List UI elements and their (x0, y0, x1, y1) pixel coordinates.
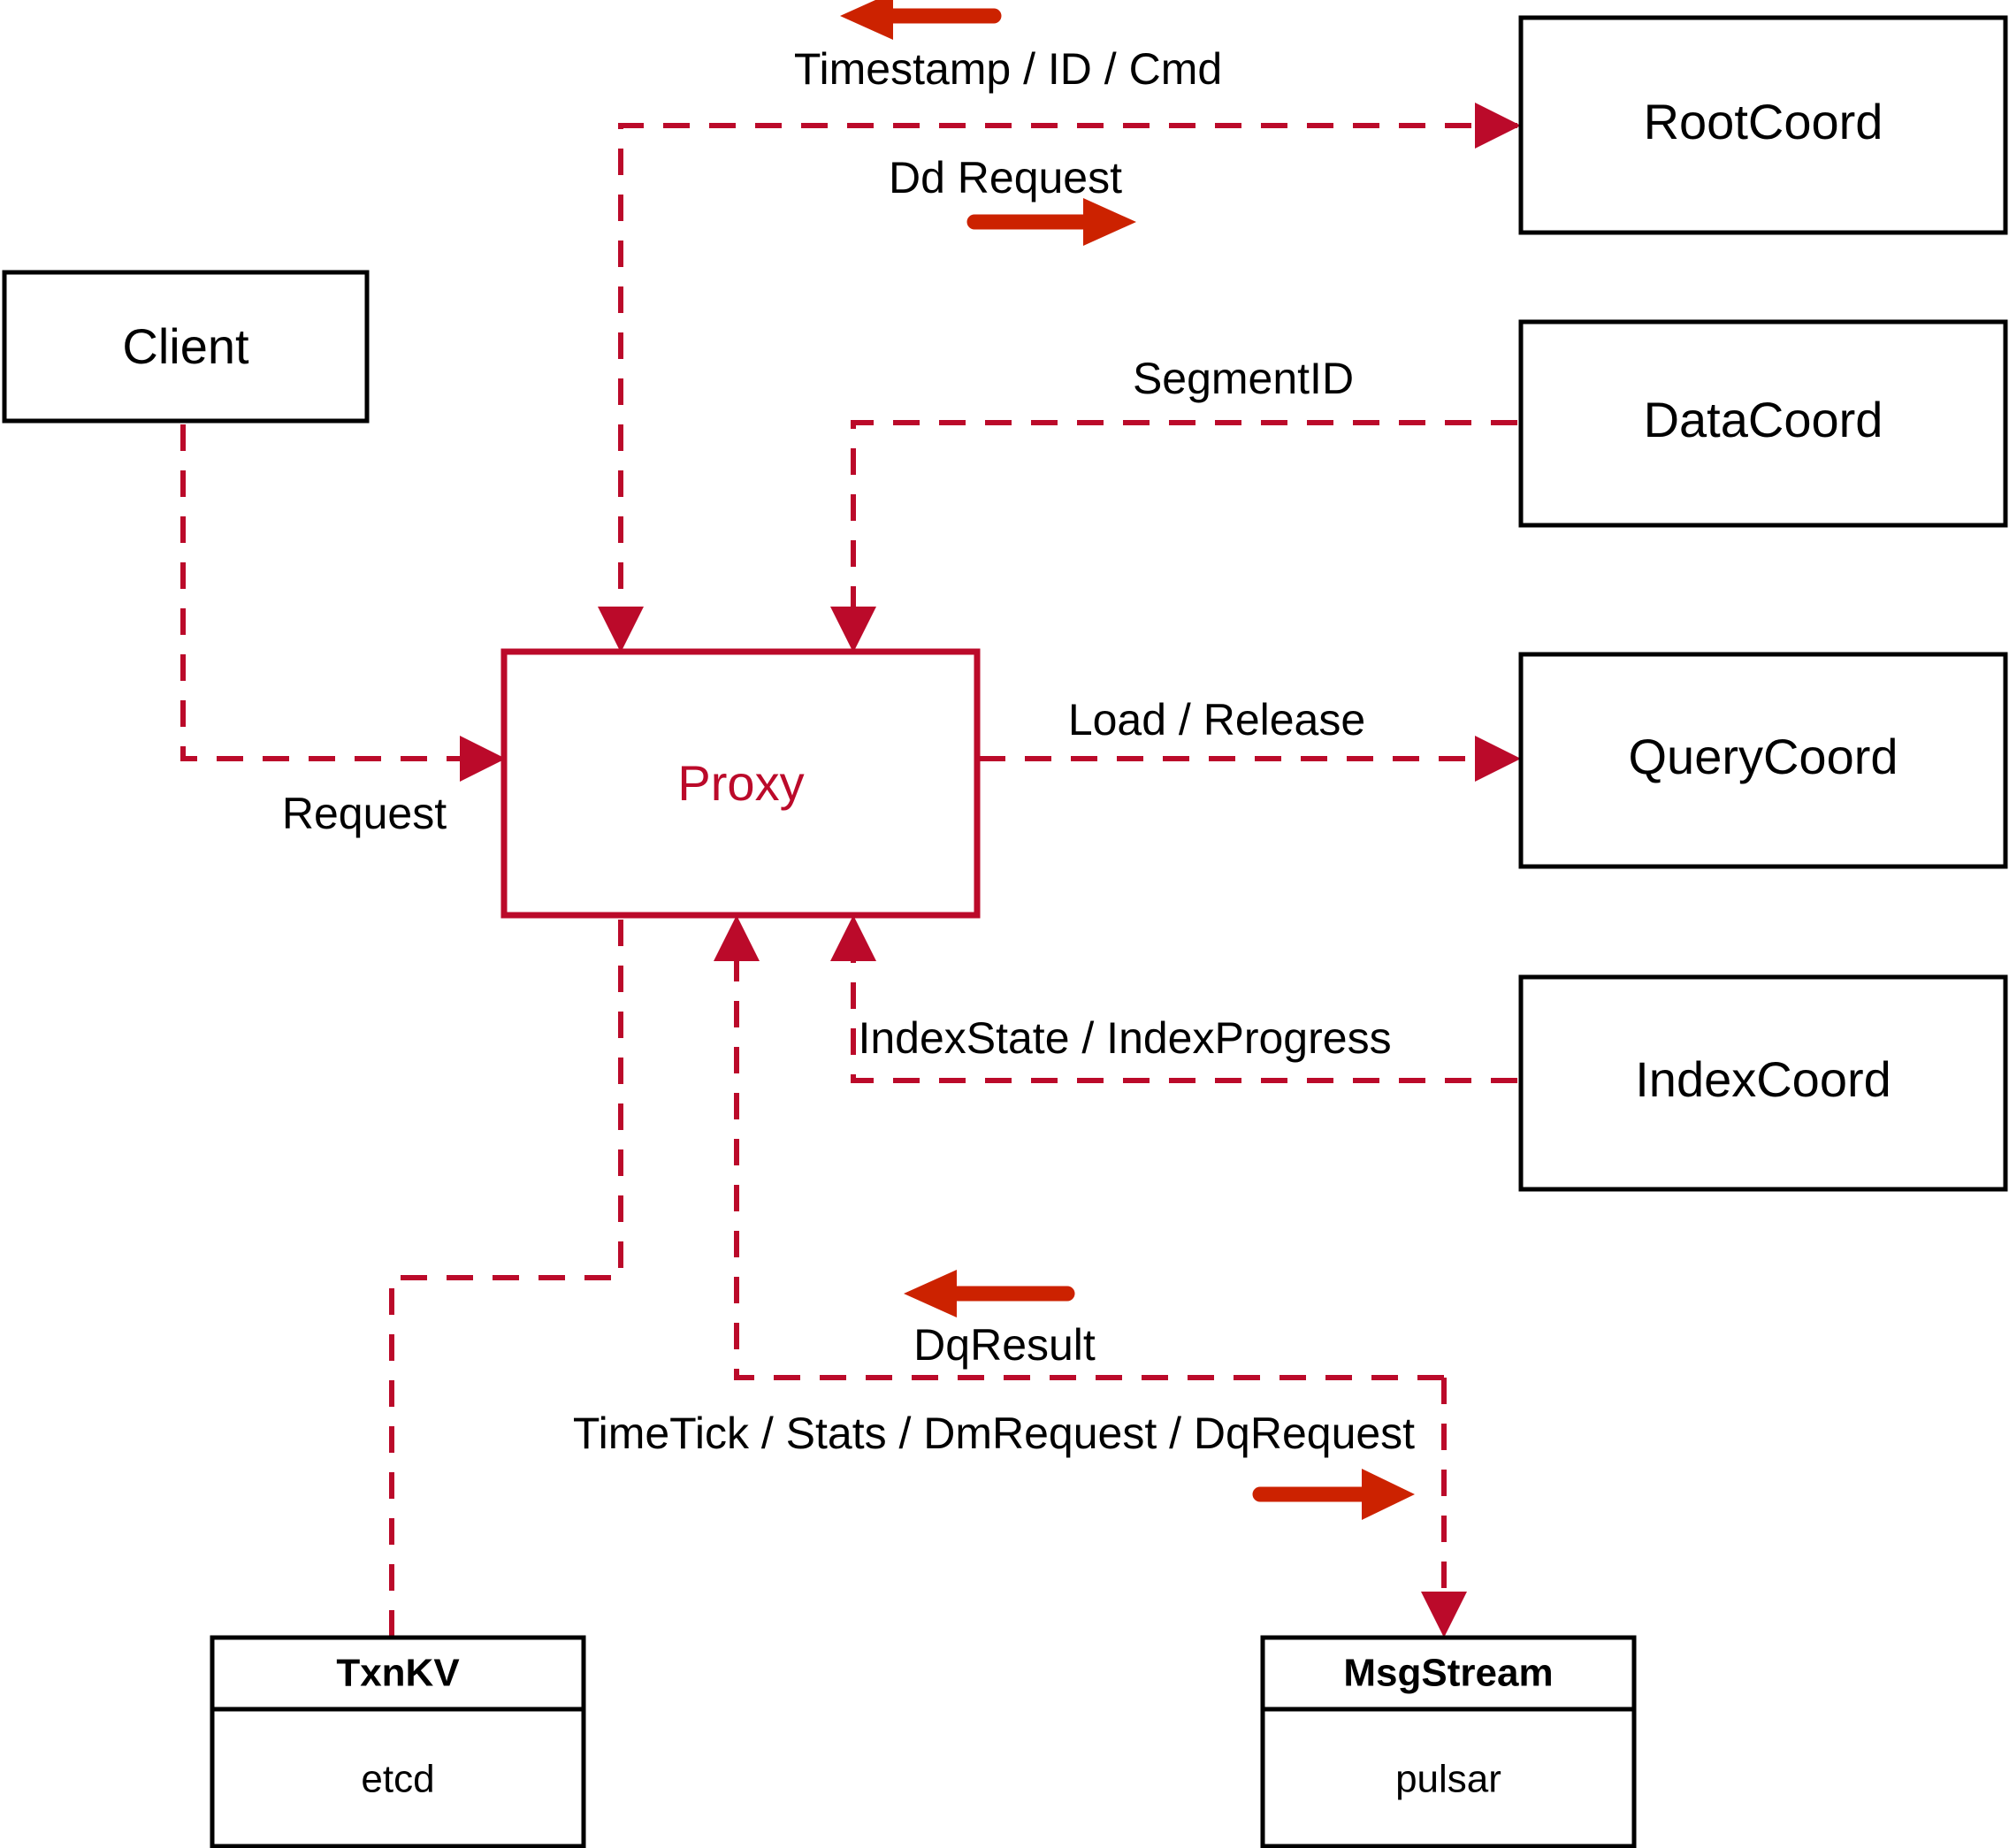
edge-label-dd-request: Dd Request (889, 153, 1122, 202)
flow-arrow-dd-request-right (966, 198, 1136, 246)
node-txnkv[interactable]: TxnKV etcd (210, 1635, 586, 1848)
edge-timestamp-id-cmd (598, 123, 1517, 653)
edge-request-path (180, 424, 488, 761)
node-msgstream-label: MsgStream (1343, 1652, 1553, 1695)
node-index-coord-label: IndexCoord (1635, 1051, 1891, 1107)
node-txnkv-label: TxnKV (336, 1652, 460, 1695)
edge-index-state-progress-arrowhead (830, 915, 876, 961)
node-data-coord-box[interactable] (1518, 319, 2008, 528)
edge-index-state-progress-path (851, 933, 1517, 1083)
node-data-coord-label: DataCoord (1644, 392, 1883, 447)
node-query-coord-label: QueryCoord (1628, 729, 1898, 784)
node-query-coord[interactable]: QueryCoord (1518, 652, 2008, 869)
edge-load-release-arrowhead (1475, 736, 1521, 782)
node-proxy[interactable]: Proxy (500, 648, 981, 919)
edge-dq-result-arrowhead (714, 915, 760, 961)
edge-dq-result (714, 915, 1444, 1380)
edge-label-index-state-progress: IndexState / IndexProgress (858, 1013, 1391, 1063)
node-msgstream-box[interactable] (1260, 1635, 1637, 1848)
node-data-coord[interactable]: DataCoord (1518, 319, 2008, 528)
edge-dd-request-arrowhead (1475, 103, 1521, 149)
node-root-coord[interactable]: RootCoord (1518, 15, 2008, 235)
edge-proxy-txnkv-path (389, 920, 623, 1638)
node-txnkv-box[interactable] (210, 1635, 586, 1848)
edge-label-segment-id: SegmentID (1133, 354, 1354, 403)
node-msgstream-impl-label: pulsar (1395, 1758, 1501, 1801)
node-index-coord[interactable]: IndexCoord (1518, 974, 2008, 1192)
flow-arrow-timetick-right (1252, 1469, 1415, 1520)
node-client-label: Client (122, 318, 249, 374)
edge-label-timetick-stats: TimeTick / Stats / DmRequest / DqRequest (573, 1409, 1415, 1458)
edge-label-timestamp-id-cmd: Timestamp / ID / Cmd (794, 44, 1222, 94)
edge-proxy-txnkv (389, 920, 623, 1638)
edge-load-release (979, 736, 1521, 782)
node-msgstream[interactable]: MsgStream pulsar (1260, 1635, 1637, 1848)
edge-label-load-release: Load / Release (1068, 695, 1365, 745)
edge-segment-id (830, 420, 1517, 653)
node-client-box[interactable] (2, 270, 370, 424)
node-root-coord-box[interactable] (1518, 15, 2008, 235)
edge-segment-id-path (851, 420, 1517, 635)
edge-timetick-stats (1421, 1378, 1467, 1638)
node-proxy-label: Proxy (677, 755, 804, 811)
flow-arrow-timestamp-left (840, 0, 1002, 40)
edge-timetick-stats-arrowhead (1421, 1592, 1467, 1638)
edge-index-state-progress (830, 915, 1517, 1083)
flow-arrow-dqresult-left (904, 1270, 1075, 1317)
node-proxy-box[interactable] (500, 648, 981, 919)
node-txnkv-impl-label: etcd (361, 1758, 434, 1801)
node-root-coord-label: RootCoord (1644, 94, 1883, 149)
edge-request-arrowhead (460, 736, 506, 782)
edge-timestamp-id-cmd-arrowhead (598, 607, 644, 653)
node-query-coord-box[interactable] (1518, 652, 2008, 869)
edge-timestamp-id-cmd-path (618, 123, 1517, 635)
node-index-coord-box[interactable] (1518, 974, 2008, 1192)
edge-label-request: Request (282, 789, 447, 838)
edge-label-dq-result: DqResult (913, 1320, 1096, 1370)
edge-segment-id-arrowhead (830, 607, 876, 653)
node-client[interactable]: Client (2, 270, 370, 424)
edge-dq-result-path (734, 933, 1444, 1380)
edge-request (180, 424, 506, 782)
edge-dd-request (1475, 103, 1521, 149)
